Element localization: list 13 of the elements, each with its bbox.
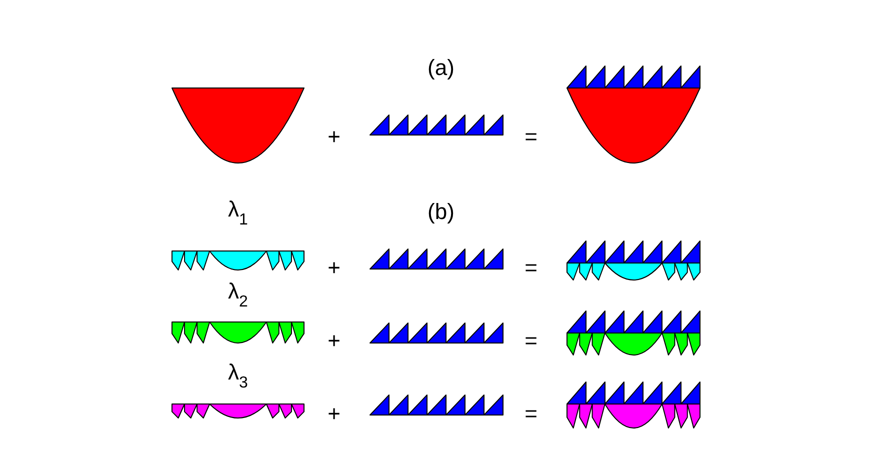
panel-label: (a) — [428, 56, 454, 80]
wavelength-label: λ$_{3}$ — [228, 360, 248, 394]
equals-sign: = — [524, 256, 538, 280]
plus-sign: + — [328, 256, 340, 280]
equals-sign: = — [524, 329, 538, 353]
plus-sign: + — [328, 402, 340, 426]
plus-sign: + — [328, 125, 340, 149]
plus-sign: + — [328, 329, 340, 353]
wavelength-label: λ$_{2}$ — [228, 280, 248, 312]
equals-sign: = — [524, 402, 538, 426]
equals-sign: = — [524, 125, 538, 149]
panel-label: (b) — [428, 200, 454, 224]
wavelength-label: λ$_{1}$ — [228, 198, 248, 230]
